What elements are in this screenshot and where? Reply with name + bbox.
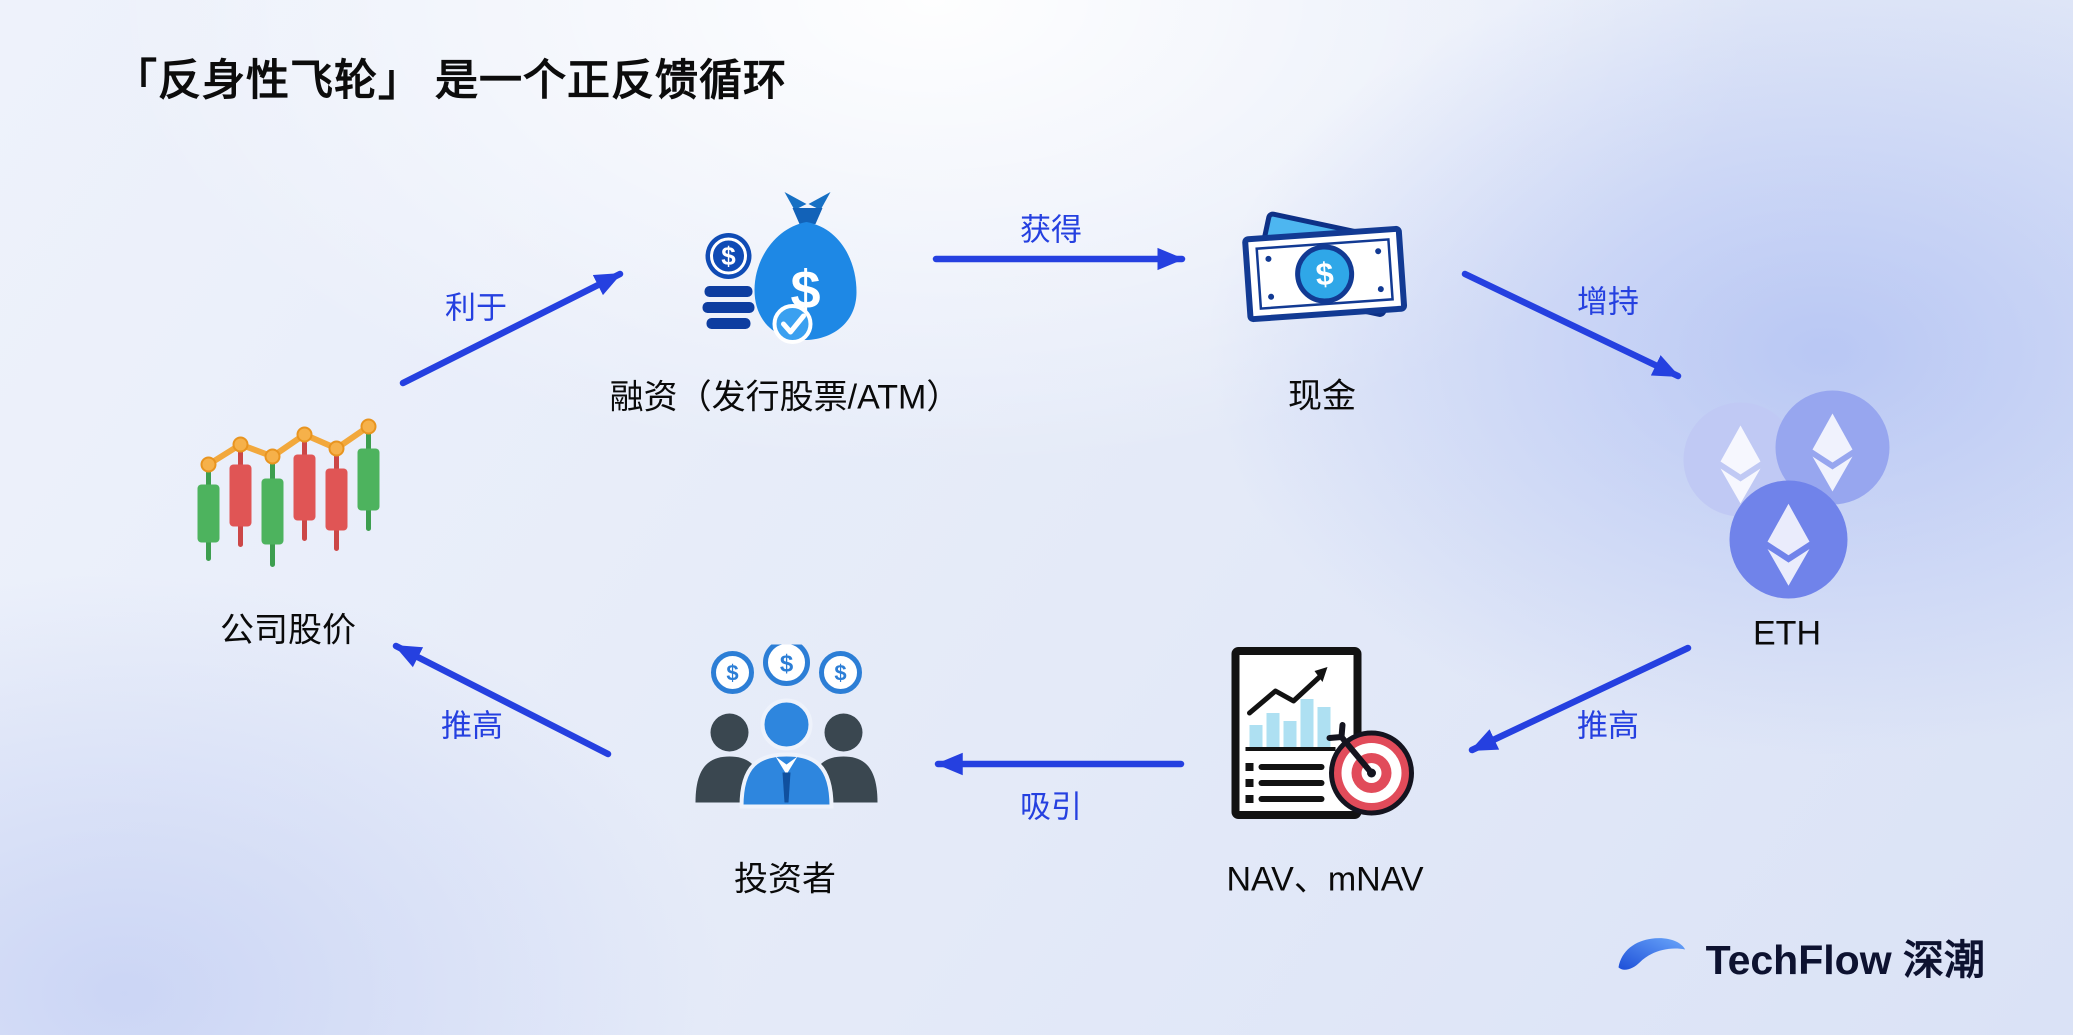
report-target-icon [1220, 641, 1425, 831]
dollar-glyph: $ [721, 241, 736, 271]
brand-logo-text: TechFlow 深潮 [1705, 937, 1985, 983]
candlestick-chart-icon [189, 407, 394, 582]
node-label-nav: NAV、mNAV [1226, 860, 1424, 899]
money-bag-icon: $ $ [695, 172, 880, 352]
banknote-icon: $ [1228, 188, 1423, 348]
edge-label-investors-to-stock: 推高 [441, 708, 503, 744]
edge-label-nav-to-investors: 吸引 [1020, 789, 1082, 825]
investors-group-icon: $ $ $ [680, 644, 895, 840]
edge-label-financing-to-cash: 获得 [1020, 212, 1082, 248]
node-label-stock: 公司股价 [220, 611, 356, 650]
arrow-stock-to-financing [399, 270, 624, 387]
edge-label-eth-to-nav: 推高 [1577, 708, 1639, 744]
brand-logo: TechFlow 深潮 [1612, 926, 1985, 986]
techflow-swoosh-icon [1612, 931, 1690, 981]
ethereum-coins-icon [1668, 388, 1903, 613]
dollar-glyph: $ [726, 661, 738, 686]
node-label-eth: ETH [1753, 614, 1821, 653]
arrow-cash-to-eth [1461, 270, 1682, 380]
edge-label-stock-to-financing: 利于 [445, 290, 507, 326]
node-label-cash: 现金 [1288, 377, 1356, 416]
edge-label-cash-to-eth: 增持 [1577, 284, 1639, 320]
diagram-title: 「反身性飞轮」 是一个正反馈循环 [114, 57, 787, 105]
dollar-glyph: $ [780, 651, 794, 678]
dollar-glyph: $ [834, 661, 846, 686]
node-label-financing: 融资（发行股票/ATM） [609, 378, 961, 417]
dollar-glyph: $ [1315, 255, 1335, 292]
node-label-investors: 投资者 [734, 860, 836, 899]
